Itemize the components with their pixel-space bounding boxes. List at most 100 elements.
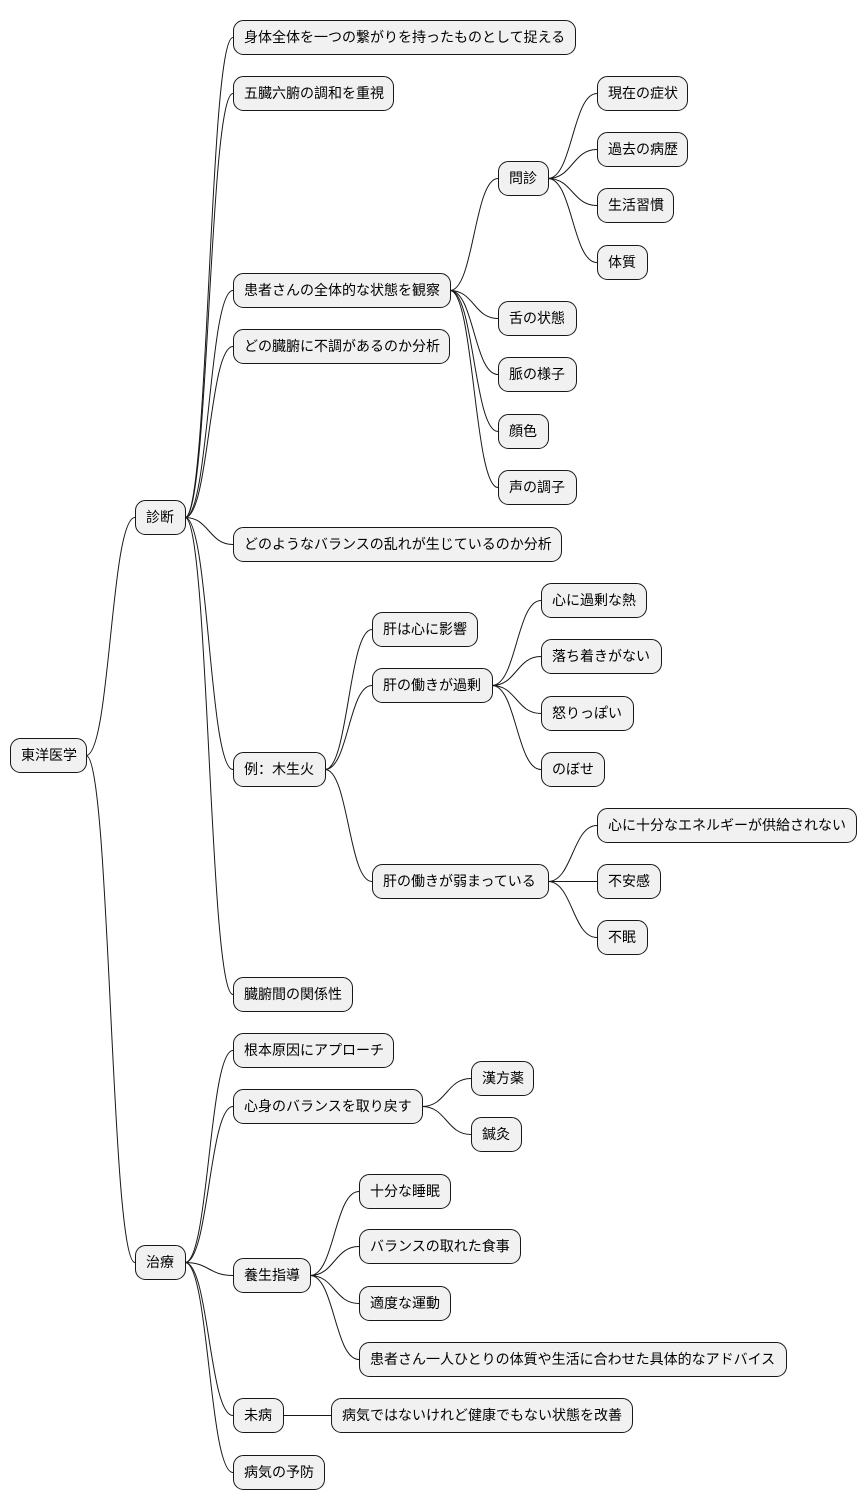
edge-d3a-d3a4 [547, 178, 598, 263]
node-box [498, 301, 577, 336]
node-label: 身体全体を一つの繋がりを持ったものとして捉える [244, 29, 565, 46]
node-box [471, 1061, 534, 1096]
node-d3a4: 体質 [597, 245, 648, 280]
node-box [233, 273, 451, 308]
node-d1: 身体全体を一つの繋がりを持ったものとして捉える [233, 20, 576, 55]
edge-diagnosis-d7 [184, 517, 234, 995]
node-label: 患者さん一人ひとりの体質や生活に合わせた具体的なアドバイス [370, 1352, 775, 1368]
node-label: 体質 [608, 255, 636, 271]
node-box [135, 500, 186, 535]
edge-treatment-t5 [184, 1262, 234, 1473]
node-box [597, 132, 688, 167]
node-box [372, 668, 493, 703]
edge-t3-t3a [309, 1191, 360, 1276]
node-t5: 病気の予防 [233, 1455, 325, 1490]
nodes: 東洋医学診断身体全体を一つの繋がりを持ったものとして捉える五臓六腑の調和を重視患… [10, 20, 857, 1490]
node-diagnosis: 診断 [135, 500, 186, 535]
node-label: 例：木生火 [244, 762, 314, 778]
node-box [233, 1033, 394, 1068]
node-d4: どの臓腑に不調があるのか分析 [233, 329, 450, 364]
node-box [233, 20, 576, 55]
node-t3c: 適度な運動 [359, 1286, 451, 1321]
edge-treatment-t1 [184, 1050, 234, 1263]
node-box [233, 977, 353, 1012]
node-label: 漢方薬 [482, 1071, 524, 1087]
node-box [597, 188, 674, 223]
edge-diagnosis-d4 [184, 346, 234, 518]
node-label: 生活習慣 [608, 197, 664, 214]
node-t4a: 病気ではないけれど健康でもない状態を改善 [331, 1398, 633, 1433]
node-label: 適度な運動 [370, 1295, 440, 1312]
node-label: 怒りっぽい [552, 706, 622, 722]
node-label: 問診 [509, 171, 537, 187]
node-box [359, 1342, 787, 1377]
edge-d6-d6c [324, 769, 373, 882]
node-box [372, 612, 478, 647]
node-t2: 心身のバランスを取り戻す [233, 1089, 423, 1124]
node-box [471, 1117, 522, 1152]
node-box [597, 808, 857, 843]
node-d3a: 問診 [498, 161, 549, 196]
node-label: 心身のバランスを取り戻す [244, 1099, 412, 1115]
node-box [597, 76, 688, 111]
node-label: 十分な睡眠 [370, 1184, 440, 1200]
node-t2a: 漢方薬 [471, 1061, 534, 1096]
node-d3e: 声の調子 [498, 470, 577, 505]
edge-d3a-d3a3 [547, 178, 598, 206]
edge-d3-d3d [449, 290, 499, 432]
node-label: 脈の様子 [509, 367, 565, 383]
node-box [372, 864, 549, 899]
node-d3a2: 過去の病歴 [597, 132, 688, 167]
edge-t3-t3c [309, 1275, 360, 1304]
edge-d6b-d6b2 [491, 656, 542, 686]
edge-d6-d6b [324, 685, 373, 770]
node-box [498, 161, 549, 196]
node-d6c1: 心に十分なエネルギーが供給されない [597, 808, 857, 843]
node-label: 病気の予防 [244, 1465, 314, 1481]
node-box [597, 245, 648, 280]
node-label: 養生指導 [244, 1267, 300, 1284]
node-label: 心に十分なエネルギーが供給されない [608, 818, 846, 834]
node-d5: どのようなバランスの乱れが生じているのか分析 [233, 527, 562, 562]
node-box [233, 1455, 325, 1490]
node-t4: 未病 [233, 1398, 284, 1433]
edge-diagnosis-d2 [184, 93, 234, 518]
node-box [233, 329, 450, 364]
edge-d3a-d3a2 [547, 149, 598, 179]
node-t1: 根本原因にアプローチ [233, 1033, 394, 1068]
edge-d3-d3c [449, 290, 499, 375]
node-d2: 五臓六腑の調和を重視 [233, 76, 394, 111]
node-label: 患者さんの全体的な状態を観察 [244, 282, 440, 299]
node-box [233, 1258, 311, 1293]
node-label: 肝の働きが弱まっている [383, 874, 536, 890]
node-box [541, 752, 605, 787]
edge-treatment-t2 [184, 1106, 234, 1263]
node-label: 診断 [146, 510, 174, 526]
edge-d3-d3a [449, 178, 499, 291]
node-d3a1: 現在の症状 [597, 76, 688, 111]
node-t3b: バランスの取れた食事 [359, 1229, 521, 1264]
node-t3a: 十分な睡眠 [359, 1174, 451, 1209]
edge-d3a-d3a1 [547, 93, 598, 179]
edge-d6-d6a [324, 629, 373, 770]
node-box [233, 1089, 423, 1124]
node-box [359, 1229, 521, 1264]
node-d6b2: 落ち着きがない [541, 639, 662, 674]
node-d7: 臓腑間の関係性 [233, 977, 353, 1012]
node-label: 肝の働きが過剰 [383, 678, 481, 694]
node-d6b4: のぼせ [541, 752, 605, 787]
node-d6b1: 心に過剰な熱 [541, 583, 647, 618]
node-label: 五臓六腑の調和を重視 [244, 86, 384, 102]
edge-t3-t3b [309, 1246, 360, 1276]
edge-d6b-d6b3 [491, 685, 542, 714]
node-box [233, 527, 562, 562]
node-label: 心に過剰な熱 [552, 593, 636, 609]
node-d6a: 肝は心に影響 [372, 612, 478, 647]
node-d3a3: 生活習慣 [597, 188, 674, 223]
node-label: 病気ではないけれど健康でもない状態を改善 [342, 1407, 622, 1424]
node-treatment: 治療 [135, 1245, 186, 1280]
node-d6c3: 不眠 [597, 920, 648, 955]
node-d6c2: 不安感 [597, 864, 661, 899]
edge-treatment-t4 [184, 1262, 234, 1416]
